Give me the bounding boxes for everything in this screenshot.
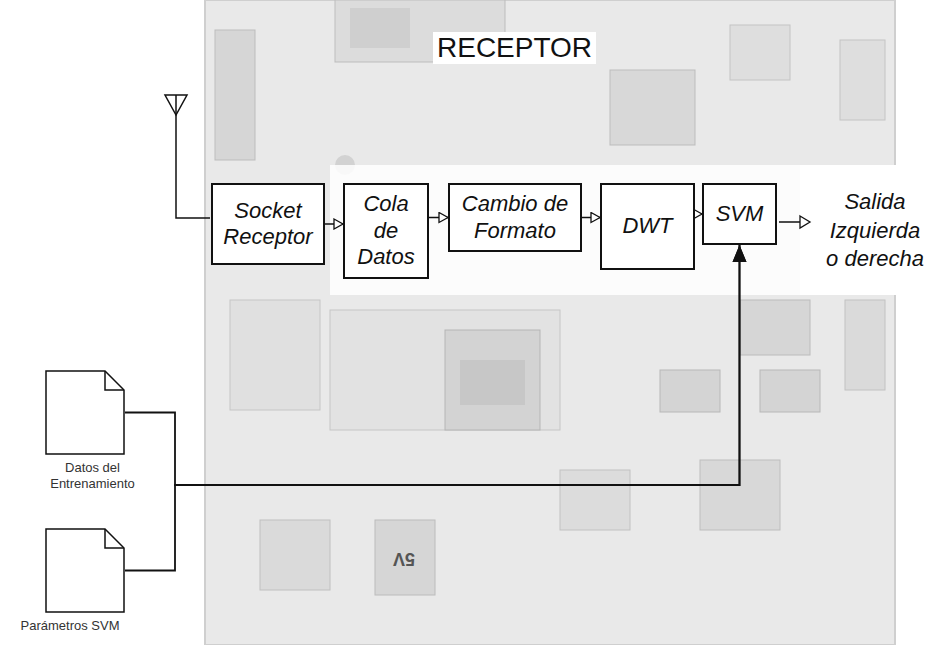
document-icon bbox=[45, 528, 125, 613]
connector-arrow bbox=[325, 223, 343, 225]
connector-arrow bbox=[125, 245, 740, 571]
box-content: DWT bbox=[622, 213, 672, 239]
box-content: Cola de Datos bbox=[350, 191, 422, 270]
document-node: Datos del Entrenamiento bbox=[30, 370, 165, 493]
node-text: Cambio de Formato bbox=[455, 191, 575, 244]
process-box: Cola de Datos bbox=[343, 183, 429, 279]
process-box: Socket Receptor bbox=[211, 183, 325, 265]
box-content: SVM bbox=[716, 201, 764, 227]
node-text: Socket Receptor bbox=[218, 198, 318, 251]
node-text: Parámetros SVM bbox=[0, 618, 140, 634]
connector-arrow bbox=[695, 213, 702, 215]
connector-arrow bbox=[582, 217, 600, 219]
node-text: SVM bbox=[716, 201, 764, 227]
box-content: Socket Receptor bbox=[218, 198, 318, 251]
document-icon bbox=[45, 370, 125, 455]
connector-arrow bbox=[429, 217, 448, 219]
node-text: Datos del Entrenamiento bbox=[30, 460, 155, 493]
document-node: Parámetros SVM bbox=[0, 528, 140, 634]
text-label: 5V bbox=[393, 548, 415, 569]
node-text: DWT bbox=[622, 213, 672, 239]
text-label: RECEPTOR bbox=[433, 32, 596, 64]
text-label: Salida Izquierda o derecha bbox=[824, 188, 926, 274]
process-box: SVM bbox=[702, 183, 777, 245]
node-text: Cola de Datos bbox=[350, 191, 422, 270]
process-box: DWT bbox=[600, 183, 695, 270]
connector-arrow bbox=[125, 245, 740, 485]
box-content: Cambio de Formato bbox=[455, 191, 575, 244]
process-box: Cambio de Formato bbox=[448, 183, 582, 252]
